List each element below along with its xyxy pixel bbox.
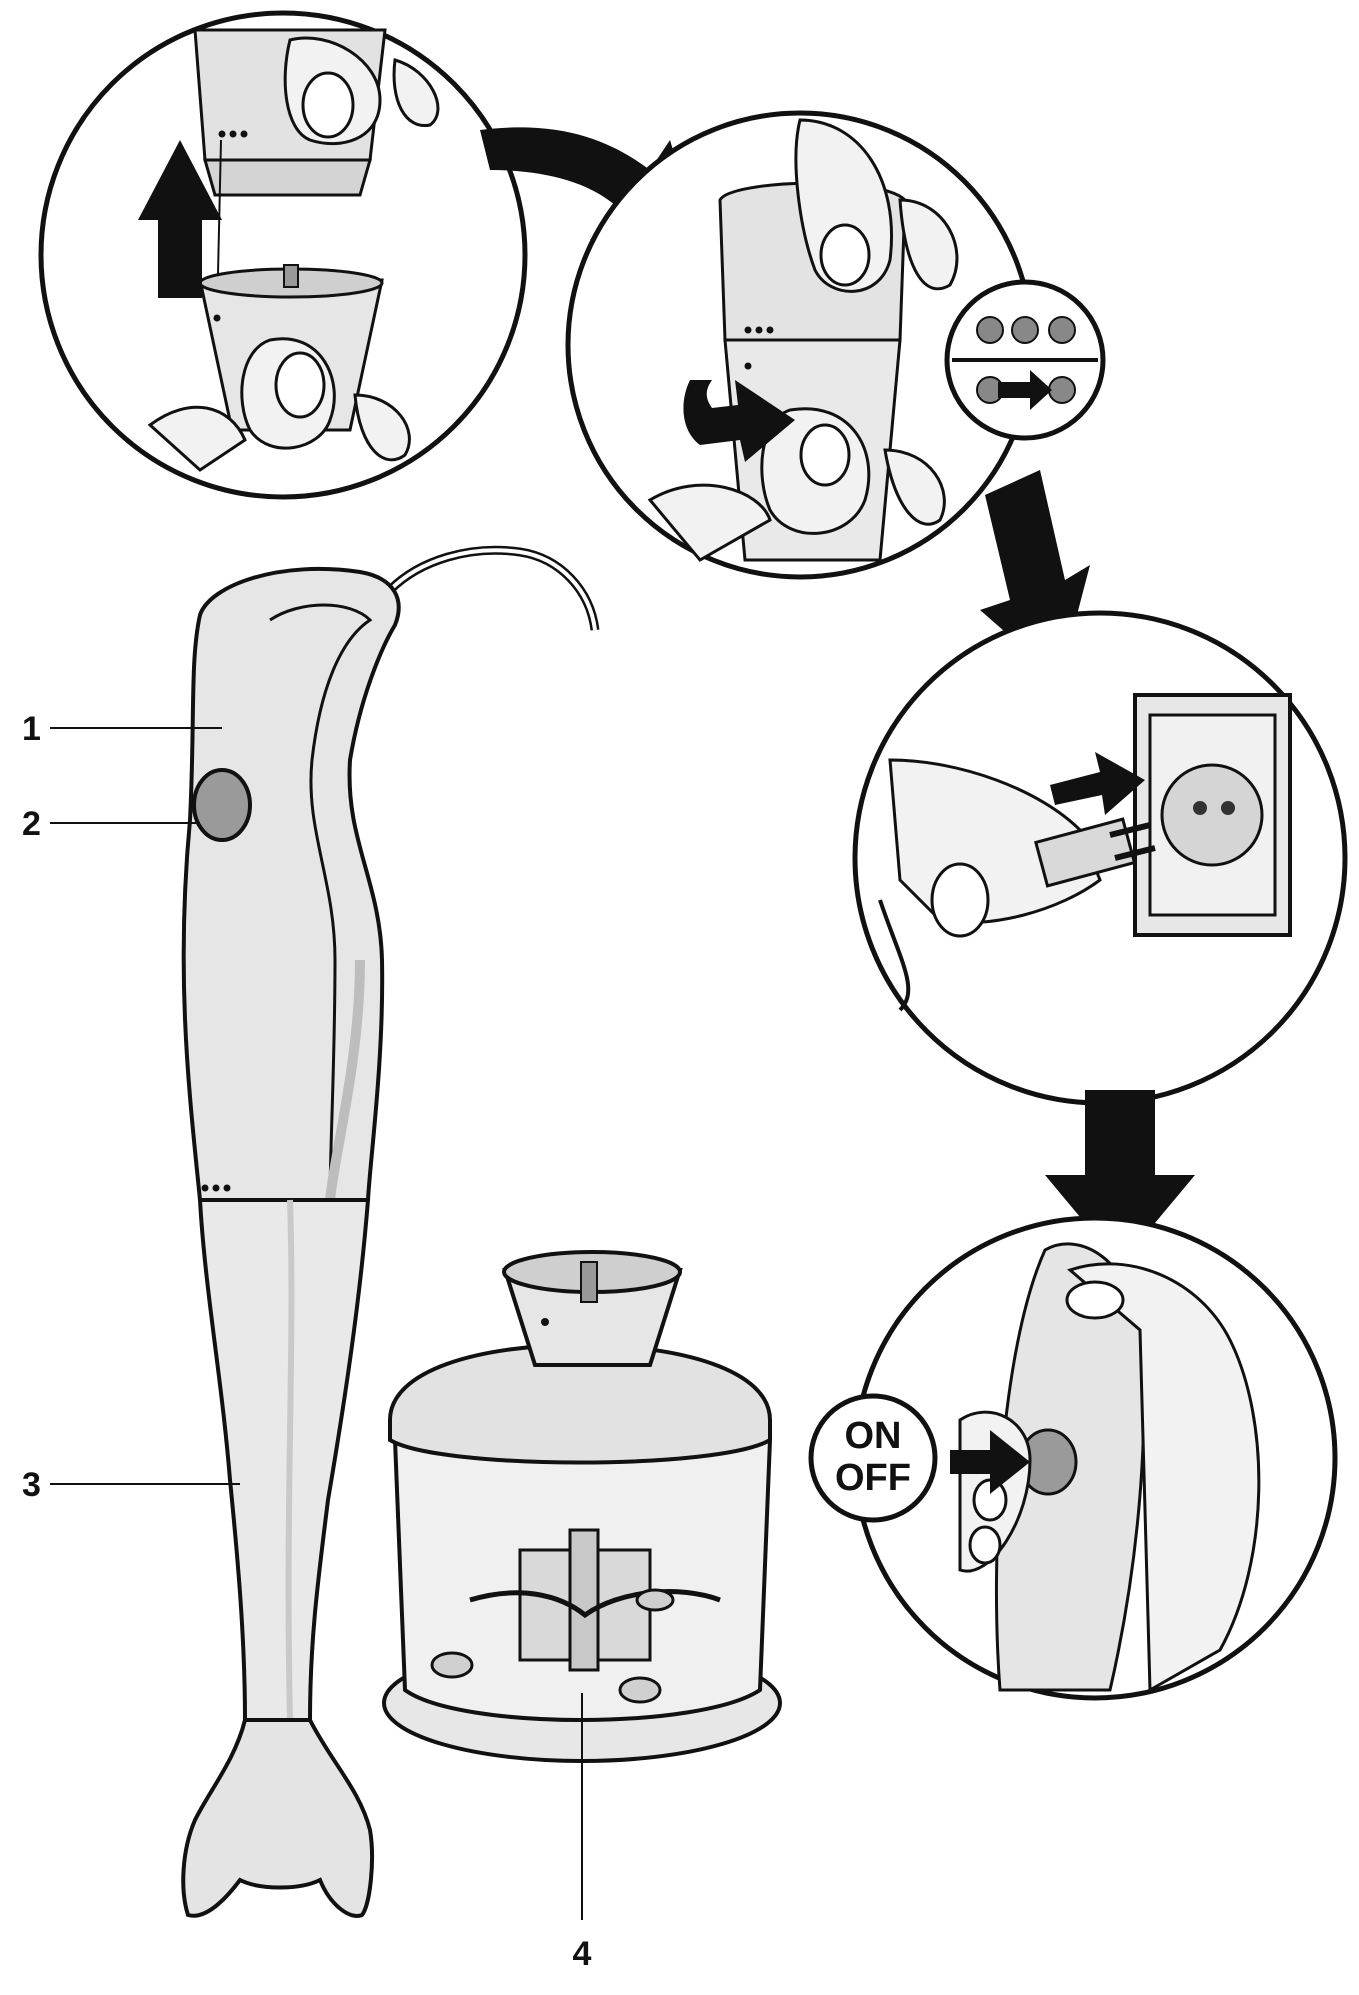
badge-line-on: ON <box>845 1415 902 1457</box>
step-press-switch-panel <box>852 1215 1338 1701</box>
down-arrow-icon-2 <box>1045 1090 1195 1265</box>
push-arrow-icon <box>1050 752 1145 815</box>
chopper-attachment <box>382 1250 782 1763</box>
callout-label-3: 3 <box>22 1466 41 1504</box>
hand-blender <box>181 545 600 1918</box>
twist-arrow-icon <box>683 380 795 462</box>
alignment-inset <box>944 279 1106 441</box>
up-arrow-icon <box>138 140 222 298</box>
callout-label-1: 1 <box>22 710 41 748</box>
press-arrow-icon <box>950 1430 1030 1494</box>
callout-label-4: 4 <box>573 1935 592 1973</box>
right-arrow-icon <box>998 370 1052 410</box>
badge-line-off: OFF <box>835 1457 911 1499</box>
callout-1: 1 <box>22 710 222 748</box>
step-attach-shaft-panel <box>38 10 528 500</box>
callout-2: 2 <box>22 805 200 843</box>
switch-button <box>192 768 252 842</box>
step-plug-in-panel <box>852 610 1348 1106</box>
on-off-badge: ON OFF <box>808 1393 938 1523</box>
callout-label-2: 2 <box>22 805 41 843</box>
callout-4: 4 <box>573 1693 592 1973</box>
callout-3: 3 <box>22 1466 240 1504</box>
motor-unit <box>181 567 401 1202</box>
blender-shaft <box>197 1198 371 1722</box>
